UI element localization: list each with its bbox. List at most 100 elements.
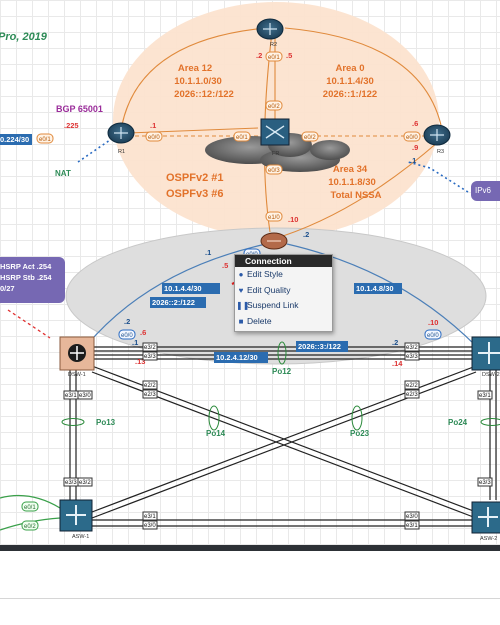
asw2-label: ASW-2 (480, 536, 497, 542)
svg-text:e3/1: e3/1 (406, 523, 418, 529)
context-menu-title: Connection (235, 255, 332, 267)
r2-label: R2 (270, 42, 277, 48)
r4-host-2: .2 (303, 230, 309, 239)
po24-label: Po24 (448, 418, 468, 427)
if-fr-e02: e0/2 (301, 131, 319, 142)
svg-text:e1/0: e1/0 (268, 215, 280, 221)
svg-text:e2/3: e2/3 (406, 392, 418, 398)
svg-text:e3/3: e3/3 (479, 480, 491, 486)
if-r2-e01: e0/1 (265, 51, 283, 62)
heart-icon: ♥ (238, 285, 244, 295)
if-r2-e02: e0/2 (265, 100, 283, 111)
svg-text:e0/2: e0/2 (268, 104, 280, 110)
menu-item-delete[interactable]: ■Delete (235, 314, 332, 330)
area12-ipv4: 10.1.1.0/30 (174, 76, 222, 87)
dsw2-icon (471, 336, 500, 371)
po13-label: Po13 (96, 418, 116, 427)
area12-name: Area 12 (178, 63, 212, 74)
menu-item-suspend-link[interactable]: ❚❚Suspend Link (235, 298, 332, 314)
if-dsw1-e33: e3/3 (142, 351, 158, 361)
svg-text:e0/0: e0/0 (427, 333, 439, 339)
menu-item-edit-quality[interactable]: ♥Edit Quality (235, 283, 332, 299)
lower-pane (0, 551, 500, 625)
topology-diagram: Pro, 2019 Area 12 10.1.1.0/30 2026::12:/… (0, 2, 500, 542)
r2-host-2: .2 (256, 51, 262, 60)
dsw1-label: DSW-1 (68, 372, 86, 378)
router-r1-icon (107, 122, 135, 144)
area0-ipv4: 10.1.1.4/30 (326, 76, 374, 87)
svg-text:e2/2: e2/2 (144, 383, 156, 389)
svg-text:e3/0: e3/0 (144, 523, 156, 529)
if-asw1-e02: e0/2 (21, 520, 39, 531)
area34-ipv4: 10.1.1.8/30 (328, 177, 376, 188)
if-fr-e01: e0/1 (233, 131, 251, 142)
if-dsw1-e31: e3/1 (63, 390, 79, 400)
menu-item-edit-style[interactable]: ●Edit Style (235, 267, 332, 283)
area34-name: Area 34 (333, 164, 368, 175)
dsw1-host-2: .2 (124, 317, 130, 326)
svg-text:e3/0: e3/0 (79, 393, 91, 399)
svg-text:e0/2: e0/2 (304, 135, 316, 141)
if-fr-e03: e0/3 (265, 164, 283, 175)
svg-text:e3/3: e3/3 (144, 354, 156, 360)
svg-text:e0/0: e0/0 (406, 135, 418, 141)
canvas-bottom-bar (0, 545, 500, 551)
link-r1-r2 (121, 27, 267, 126)
divider (0, 598, 500, 599)
po24-ring (480, 418, 500, 426)
pause-icon: ❚❚ (236, 301, 250, 310)
if-r4-e10: e1/0 (265, 211, 283, 222)
router-r2-icon (256, 18, 284, 40)
trash-icon: ■ (238, 316, 244, 326)
r4-dsw1-ipv4: 10.1.4.4/30 (164, 284, 202, 293)
topology-canvas[interactable]: Pro, 2019 Area 12 10.1.1.0/30 2026::12:/… (0, 0, 500, 545)
svg-text:e0/1: e0/1 (268, 55, 280, 61)
if-dsw2-e32: e3/2 (404, 342, 420, 352)
if-asw1-e30: e3/0 (142, 520, 158, 530)
protocol-ospfv3: OSPFv3 #6 (166, 188, 223, 200)
svg-text:e0/2: e0/2 (24, 524, 36, 530)
hsrp-line2: HSRP Stb .254 (0, 273, 52, 282)
if-dsw1-e00: e0/0 (118, 329, 136, 340)
if-dsw2-e23: e2/3 (404, 389, 420, 399)
r4-dsw1-ipv6: 2026::2:/122 (152, 298, 195, 307)
svg-text:e3/1: e3/1 (144, 514, 156, 520)
link-r3-r4 (282, 141, 439, 237)
dsw2-host-14: .14 (392, 359, 403, 368)
if-asw1-e33: e3/3 (63, 477, 79, 487)
po12-label: Po12 (272, 367, 292, 376)
dsw1-host-13: .13 (135, 357, 145, 366)
if-dsw2-e00: e0/0 (424, 329, 442, 340)
ipv6-arrow (407, 161, 469, 193)
po14-ring (208, 405, 220, 431)
if-r3-e00: e0/0 (403, 131, 421, 142)
hsrp-line1: HSRP Act .254 (0, 262, 52, 271)
svg-text:e2/2: e2/2 (406, 383, 418, 389)
r3-label: R3 (437, 149, 444, 155)
area34-type: Total NSSA (330, 190, 381, 201)
if-asw1-e31: e3/1 (142, 511, 158, 521)
bgp-host: .225 (64, 121, 79, 130)
dsw-link-ipv6: 2026::3:/122 (298, 342, 341, 351)
r4-host-5: .5 (222, 261, 228, 270)
r3-host-6: .6 (412, 119, 418, 128)
svg-text:e0/1: e0/1 (39, 137, 51, 143)
router-r4-icon (260, 232, 288, 250)
router-r3-icon (423, 124, 451, 146)
if-dsw1-e32: e3/2 (142, 342, 158, 352)
svg-text:e3/2: e3/2 (79, 480, 91, 486)
nat-arrow (77, 139, 111, 163)
r1-host-1: .1 (150, 121, 156, 130)
if-dsw1-e23: e2/3 (142, 389, 158, 399)
dsw1-host-1: .1 (132, 338, 138, 347)
svg-text:e2/3: e2/3 (144, 392, 156, 398)
svg-text:e3/2: e3/2 (406, 345, 418, 351)
svg-text:e0/1: e0/1 (24, 505, 36, 511)
r3-host-9: .9 (412, 143, 418, 152)
svg-text:e3/3: e3/3 (65, 480, 77, 486)
po14-label: Po14 (206, 429, 226, 438)
if-dsw2-e31: e3/1 (477, 390, 493, 400)
r2-host-5: .5 (286, 51, 292, 60)
hsrp-line3: 0/27 (0, 284, 15, 293)
dsw2-host-10: .10 (428, 318, 438, 327)
